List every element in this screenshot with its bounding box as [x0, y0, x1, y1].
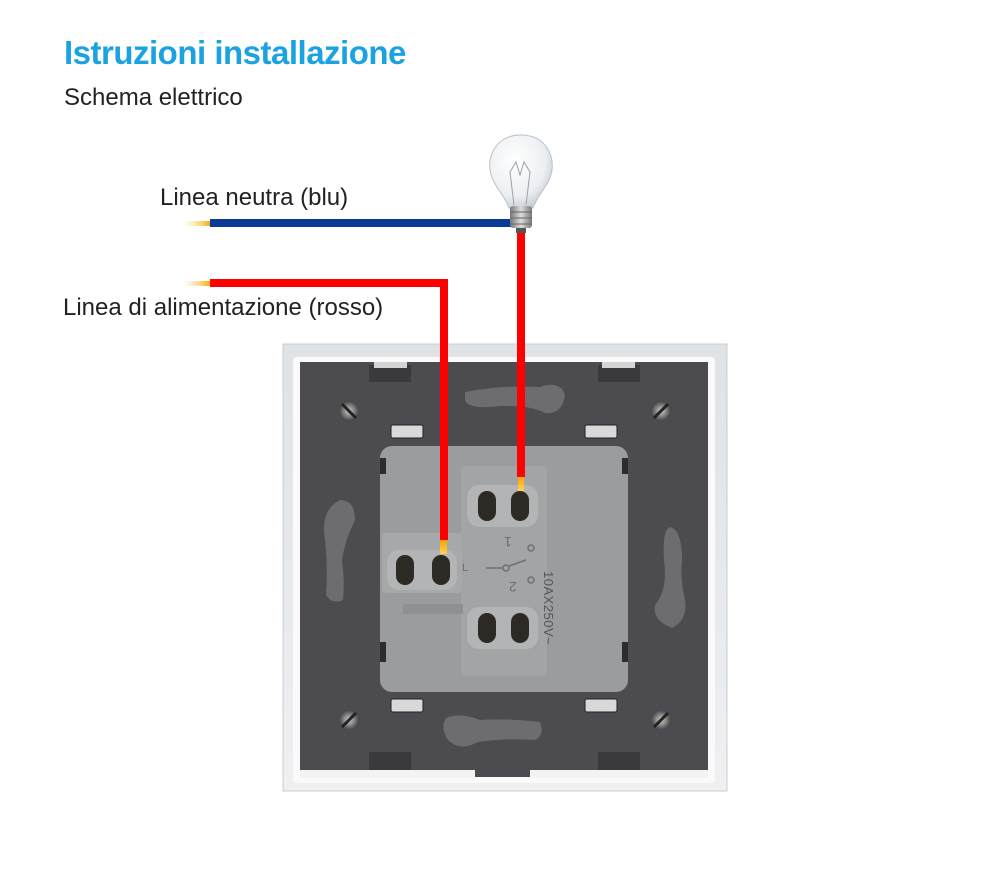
page-title: Istruzioni installazione: [64, 34, 406, 71]
live-wire: [185, 279, 448, 554]
screws: [339, 401, 671, 730]
screw-icon: [339, 710, 359, 730]
screw-icon: [651, 710, 671, 730]
switch-symbol: [486, 544, 535, 584]
neutral-wire-label: Linea neutra (blu): [160, 184, 349, 211]
clips: [390, 424, 618, 713]
terminal-label-2: 2: [509, 579, 517, 595]
terminal-block-bottom: [467, 607, 538, 649]
terminal-label-1: 1: [504, 534, 512, 550]
neutral-wire: [185, 219, 520, 227]
live-wire-label: Linea di alimentazione (rosso): [63, 294, 384, 321]
switched-live-wire: [517, 232, 525, 491]
mounting-slots: [324, 384, 686, 747]
screw-icon: [651, 401, 671, 421]
screw-icon: [339, 401, 359, 421]
terminal-block-common: [387, 550, 457, 590]
light-bulb-icon: [489, 134, 553, 233]
page-subtitle: Schema elettrico: [64, 84, 243, 111]
rating-label: 10AX250V~: [541, 571, 556, 646]
terminal-block-top: [467, 485, 538, 527]
terminal-label-common: L: [462, 562, 469, 574]
